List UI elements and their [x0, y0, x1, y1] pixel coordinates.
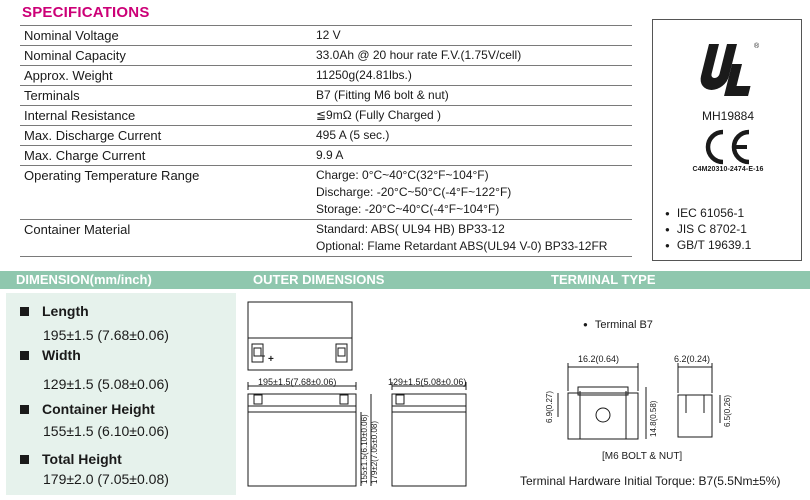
dimension-header: DIMENSION(mm/inch) — [16, 272, 152, 287]
spec-row: Terminals B7 (Fitting M6 bolt & nut) — [20, 85, 632, 106]
terminal-type-header: TERMINAL TYPE — [551, 272, 656, 287]
spec-label: Internal Resistance — [20, 105, 312, 126]
spec-value: ≦9mΩ (Fully Charged ) — [312, 105, 632, 126]
standard-item: IEC 61056-1 — [665, 206, 751, 222]
outer-dimensions-header: OUTER DIMENSIONS — [253, 272, 385, 287]
terminal-torque-note: Terminal Hardware Initial Torque: B7(5.5… — [520, 474, 781, 488]
spec-value: 9.9 A — [312, 145, 632, 166]
spec-row: Nominal Capacity 33.0Ah @ 20 hour rate F.… — [20, 45, 632, 66]
terminal-front-outline — [567, 392, 639, 440]
spec-value-line: Standard: ABS( UL94 HB) BP33-12 — [316, 222, 505, 236]
width-dimension-label: 129±1.5(5.08±0.06) — [388, 377, 466, 387]
outer-dimensions-drawing: − + 195±1.5(7.68±0.06) 129±1.5(5.08±0.06… — [247, 301, 467, 487]
spec-value-line: 12 V — [316, 28, 341, 42]
terminal-negative-outline — [251, 343, 264, 363]
spec-label: Container Material — [20, 219, 312, 257]
spec-label: Operating Temperature Range — [20, 165, 312, 220]
standard-item: JIS C 8702-1 — [665, 222, 751, 238]
battery-front-view — [247, 393, 357, 487]
container-height-value: 155±1.5 (6.10±0.06) — [43, 423, 169, 439]
spec-value-line: 33.0Ah @ 20 hour rate F.V.(1.75V/cell) — [316, 48, 522, 62]
total-height-label: Total Height — [20, 451, 122, 467]
container-height-label: Container Height — [20, 401, 155, 417]
spec-label: Nominal Voltage — [20, 25, 312, 46]
standards-list: IEC 61056-1 JIS C 8702-1 GB/T 19639.1 — [665, 206, 752, 254]
positive-sign: + — [268, 354, 274, 365]
terminal-right-height-dimension: 6.5(0.26) — [723, 395, 732, 427]
spec-label: Max. Charge Current — [20, 145, 312, 166]
width-value: 129±1.5 (5.08±0.06) — [43, 376, 169, 392]
spec-value: 12 V — [312, 25, 632, 46]
standard-item: GB/T 19639.1 — [665, 238, 752, 254]
spec-value-line: 9.9 A — [316, 148, 344, 162]
spec-value: B7 (Fitting M6 bolt & nut) — [312, 85, 632, 106]
spec-row: Max. Charge Current 9.9 A — [20, 145, 632, 166]
ul-recognized-icon: ® — [700, 42, 760, 96]
spec-value: Charge: 0°C~40°C(32°F~104°F) Discharge: -… — [312, 165, 632, 220]
spec-value-line: B7 (Fitting M6 bolt & nut) — [316, 88, 449, 102]
spec-value: 33.0Ah @ 20 hour rate F.V.(1.75V/cell) — [312, 45, 632, 66]
terminal-b7-drawing: 16.2(0.64) 6.2(0.24) 6.9(0.27) 14.8(0.58… — [545, 354, 732, 440]
spec-row: Max. Discharge Current 495 A (5 sec.) — [20, 125, 632, 146]
battery-side-view — [391, 393, 467, 487]
length-label: Length — [20, 303, 89, 319]
bolt-hole — [595, 407, 611, 423]
total-height-value: 179±2.0 (7.05±0.08) — [43, 471, 169, 487]
m6-bolt-nut-label: [M6 BOLT & NUT] — [602, 451, 683, 462]
spec-value: 11250g(24.81lbs.) — [312, 65, 632, 86]
ce-mark-icon — [705, 129, 750, 165]
length-dimension-label: 195±1.5(7.68±0.06) — [258, 377, 336, 387]
spec-label: Terminals — [20, 85, 312, 106]
dimension-section-bar: DIMENSION(mm/inch) OUTER DIMENSIONS TERM… — [0, 271, 810, 289]
spec-value-line: ≦9mΩ (Fully Charged ) — [316, 108, 442, 122]
specifications-table: Nominal Voltage 12 V Nominal Capacity 33.0A… — [20, 25, 632, 257]
battery-top-view — [247, 301, 353, 371]
certification-box: ® MH19884 C4M20310-2474-E-16 IEC 61056-1… — [652, 19, 802, 261]
spec-value-line: 11250g(24.81lbs.) — [316, 68, 412, 82]
length-value: 195±1.5 (7.68±0.06) — [43, 327, 169, 343]
spec-value-line: Storage: -20°C~40°C(-4°F~104°F) — [316, 202, 500, 216]
ce-certificate-number: C4M20310-2474-E-16 — [692, 166, 764, 173]
spec-row: Approx. Weight 11250g(24.81lbs.) — [20, 65, 632, 86]
negative-sign: − — [260, 351, 265, 361]
specifications-title: SPECIFICATIONS — [22, 4, 150, 21]
spec-value: 495 A (5 sec.) — [312, 125, 632, 146]
terminal-width-dimension: 16.2(0.64) — [578, 354, 619, 364]
spec-row: Internal Resistance ≦9mΩ (Fully Charged ) — [20, 105, 632, 126]
terminal-side-outline — [677, 394, 713, 438]
spec-value-line: Discharge: -20°C~50°C(-4°F~122°F) — [316, 185, 512, 199]
svg-text:®: ® — [754, 42, 760, 50]
total-height-dimension-label: 179±2(7.05±0.08) — [370, 421, 379, 484]
spec-value-line: Charge: 0°C~40°C(32°F~104°F) — [316, 168, 489, 182]
terminal-mid-height-dimension: 14.8(0.58) — [649, 400, 658, 437]
terminal-left-height-dimension: 6.9(0.27) — [545, 391, 554, 423]
spec-label: Max. Discharge Current — [20, 125, 312, 146]
terminal-right-width-dimension: 6.2(0.24) — [674, 354, 710, 364]
spec-label: Nominal Capacity — [20, 45, 312, 66]
terminal-positive-outline — [335, 343, 348, 363]
spec-row: Nominal Voltage 12 V — [20, 25, 632, 46]
ul-file-number: MH19884 — [701, 109, 755, 123]
container-height-dimension-label: 155±1.5(6.10±0.06) — [360, 414, 369, 484]
spec-value-line: Optional: Flame Retardant ABS(UL94 V-0) … — [316, 239, 608, 253]
dimension-panel: Length 195±1.5 (7.68±0.06) Width 129±1.5… — [6, 293, 236, 495]
width-label: Width — [20, 347, 81, 363]
spec-label: Approx. Weight — [20, 65, 312, 86]
spec-value-line: 495 A (5 sec.) — [316, 128, 390, 142]
terminal-b7-label: Terminal B7 — [583, 319, 653, 331]
